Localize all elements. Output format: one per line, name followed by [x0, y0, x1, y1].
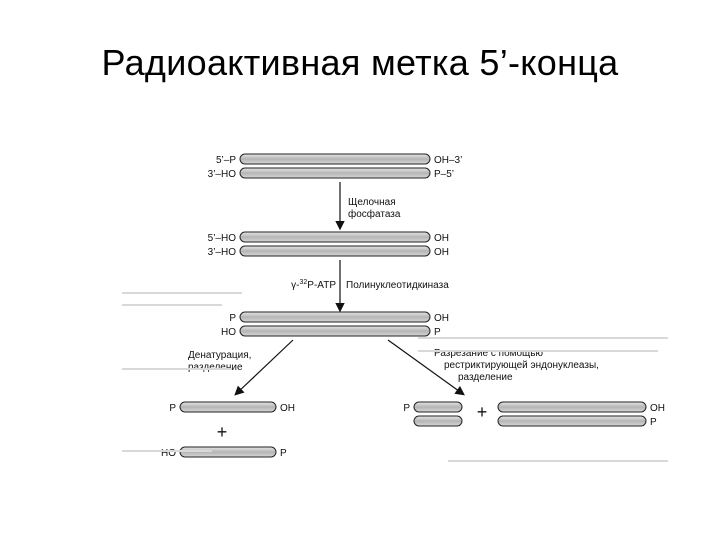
duplex-step1: 5’–P 3’–HO OH–3’ P–5’ [208, 153, 462, 180]
bleed-line [122, 368, 232, 370]
strand-top [239, 311, 431, 323]
arrow-branch-left [234, 339, 294, 396]
strand-bottom [239, 325, 431, 337]
strand-bottom [413, 415, 463, 427]
label-oh-bottom: OH [434, 247, 449, 258]
bleed-line [418, 337, 668, 339]
plus-sign-left: + [217, 422, 228, 442]
label-oh: OH [650, 403, 665, 414]
bleed-line [122, 292, 242, 294]
strand-top [239, 153, 431, 165]
strand [179, 446, 277, 458]
strand-bottom [239, 245, 431, 257]
duplex-step3: P HO OH P [221, 311, 449, 338]
bleed-line [418, 350, 658, 352]
label-p: P [169, 403, 176, 414]
label-p: P [650, 417, 657, 428]
strand [179, 401, 277, 413]
label-3p-top: OH–3’ [434, 155, 462, 166]
plus-sign-right: + [477, 402, 488, 422]
label-p: P [403, 403, 410, 414]
bleed-line [448, 460, 668, 462]
label-ho: HO [161, 448, 176, 459]
label-5p-top: 5’–HO [208, 233, 237, 244]
label-3p-bottom: 3’–HO [208, 169, 237, 180]
slide-title: Радиоактивная метка 5’-конца [101, 42, 619, 83]
label-p-top: P [229, 313, 236, 324]
label-3p-bottom: 3’–HO [208, 247, 237, 258]
label-p: P [280, 448, 287, 459]
arrow-branch-right [387, 339, 465, 396]
label-p-bottom: P [434, 327, 441, 338]
reagent-gamma-atp: γ-32P-ATP [291, 279, 336, 291]
strand-bottom [497, 415, 647, 427]
label-oh-top: OH [434, 313, 449, 324]
strand-top [413, 401, 463, 413]
label-oh-top: OH [434, 233, 449, 244]
product-short-fragment: P [403, 401, 463, 427]
label-ho-bottom: HO [221, 327, 236, 338]
branch-label-denaturation: Денатурация,разделение [188, 350, 251, 373]
enzyme-kinase: Полинуклеотидкиназа [346, 280, 449, 291]
label-5p-bottom: P–5’ [434, 169, 454, 180]
strand-top [239, 231, 431, 243]
duplex-step2: 5’–HO 3’–HO OH OH [208, 231, 449, 258]
strand-top [497, 401, 647, 413]
label-5p-top: 5’–P [216, 155, 236, 166]
product-strand-1: P OH [169, 401, 295, 414]
product-long-fragment: OH P [497, 401, 665, 428]
product-strand-2: HO P [161, 446, 287, 459]
label-oh: OH [280, 403, 295, 414]
bleed-line [122, 304, 222, 306]
bleed-line [122, 450, 212, 452]
strand-bottom [239, 167, 431, 179]
